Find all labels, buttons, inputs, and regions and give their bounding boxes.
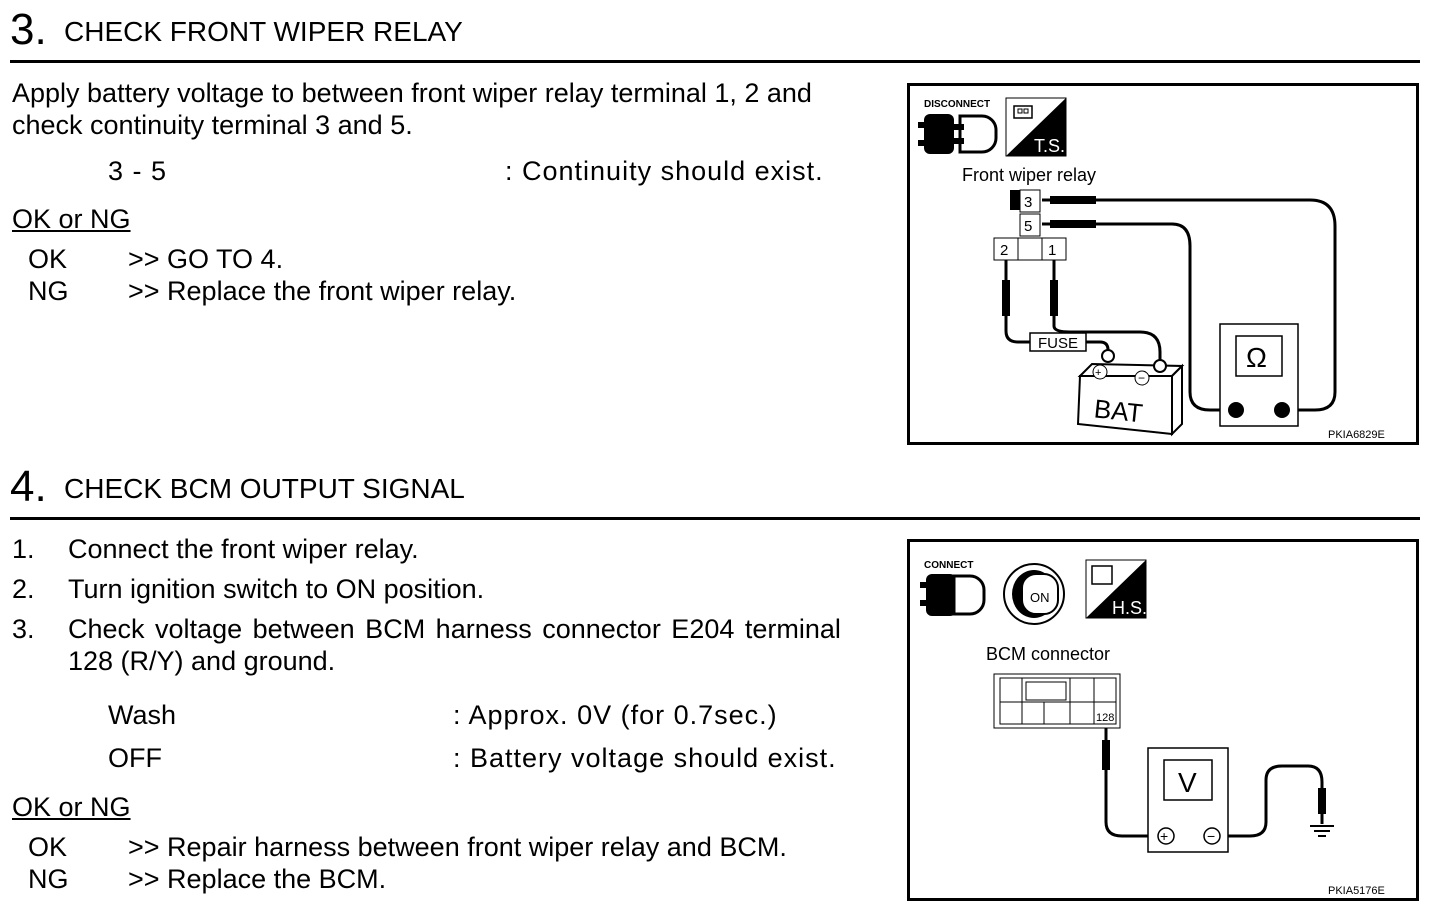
fuse-box: [1029, 332, 1087, 352]
step4-item-1-num: 1.: [12, 534, 35, 564]
connect-label: CONNECT: [924, 560, 973, 571]
step3-spec-terminals: 3 - 5: [108, 156, 168, 186]
step4-ok-label: OK: [28, 832, 68, 862]
step3-ok-ng-heading: OK or NG: [12, 204, 131, 234]
battery-icon: + − BAT: [1076, 349, 1185, 437]
connect-connector-icon: [920, 574, 986, 616]
step4-item-3-text: Check voltage between BCM harness connec…: [68, 614, 841, 644]
relay-terminal-1: 1: [1048, 242, 1056, 259]
figure-code-4: PKIA5176E: [1328, 885, 1385, 897]
step3-instruction-line1: Apply battery voltage to between front w…: [12, 78, 812, 108]
step4-title: CHECK BCM OUTPUT SIGNAL: [64, 473, 465, 504]
ohm-symbol: Ω: [1246, 342, 1267, 373]
step4-item-3-text-line2: 128 (R/Y) and ground.: [68, 646, 336, 676]
bcm-terminal-128: 128: [1096, 712, 1114, 724]
step4-item-1-text: Connect the front wiper relay.: [68, 534, 419, 564]
bcm-signal-figure: CONNECT ON H.S. BCM connector: [907, 539, 1419, 901]
wiper-relay-figure: DISCONNECT T.S. Front wiper relay 3 5: [907, 83, 1419, 445]
step4-spec-off-value: : Battery voltage should exist.: [453, 743, 837, 773]
volt-symbol: V: [1178, 767, 1197, 798]
wiper-relay-diagram: DISCONNECT T.S. Front wiper relay 3 5: [918, 97, 1385, 441]
bcm-signal-diagram: CONNECT ON H.S. BCM connector: [920, 559, 1385, 897]
step3-divider: [10, 60, 1420, 63]
disconnect-connector-icon: [918, 114, 998, 154]
step4-spec-wash-condition: Wash: [108, 700, 177, 730]
step4-divider: [10, 517, 1420, 520]
ts-label: T.S.: [1034, 136, 1065, 156]
relay-terminal-3: 3: [1024, 194, 1032, 211]
relay-terminal-2: 2: [1000, 242, 1008, 259]
step4-number: 4.: [10, 462, 47, 511]
step3-ng-action: >> Replace the front wiper relay.: [128, 276, 517, 306]
step3-ok-label: OK: [28, 244, 68, 274]
step4-spec-off-condition: OFF: [108, 743, 162, 773]
battery-label: BAT: [1093, 393, 1145, 428]
svg-text:+: +: [1095, 367, 1101, 379]
figure-code-3: PKIA6829E: [1328, 429, 1385, 441]
fuse-label: FUSE: [1038, 335, 1078, 352]
step4-ok-ng-heading: OK or NG: [12, 792, 131, 822]
relay-terminal-5: 5: [1024, 218, 1032, 235]
svg-text:−: −: [1207, 828, 1215, 844]
hs-icon: H.S.: [1085, 559, 1147, 619]
step3-number: 3.: [10, 5, 47, 54]
step3-title: CHECK FRONT WIPER RELAY: [64, 16, 463, 47]
ts-icon: T.S.: [1005, 97, 1067, 157]
step3-instruction-line2: check continuity terminal 3 and 5.: [12, 110, 413, 140]
hs-label: H.S.: [1112, 598, 1147, 618]
voltmeter-icon: V + −: [1147, 747, 1229, 853]
step4-item-3-num: 3.: [12, 614, 35, 644]
ground-icon: [1310, 825, 1334, 837]
relay-terminal-block: 3 5 2 1: [993, 189, 1067, 261]
ohmmeter-icon: Ω: [1219, 323, 1299, 427]
step4-item-2-num: 2.: [12, 574, 35, 604]
svg-text:−: −: [1138, 371, 1145, 385]
bcm-connector-label: BCM connector: [986, 644, 1110, 664]
step3-ok-action: >> GO TO 4.: [128, 244, 284, 274]
step4-ng-action: >> Replace the BCM.: [128, 864, 387, 894]
bcm-connector-icon: [993, 673, 1121, 729]
front-wiper-relay-label: Front wiper relay: [962, 165, 1096, 185]
step3-ng-label: NG: [28, 276, 69, 306]
step4-item-2-text: Turn ignition switch to ON position.: [68, 574, 485, 604]
svg-text:+: +: [1160, 828, 1168, 844]
ignition-key-icon: ON: [1003, 563, 1065, 625]
step4-spec-wash-value: : Approx. 0V (for 0.7sec.): [453, 700, 778, 730]
step3-spec-result: : Continuity should exist.: [505, 156, 824, 186]
step4-ng-label: NG: [28, 864, 69, 894]
step4-ok-action: >> Repair harness between front wiper re…: [128, 832, 787, 862]
disconnect-label: DISCONNECT: [924, 99, 990, 110]
on-label: ON: [1030, 590, 1050, 605]
